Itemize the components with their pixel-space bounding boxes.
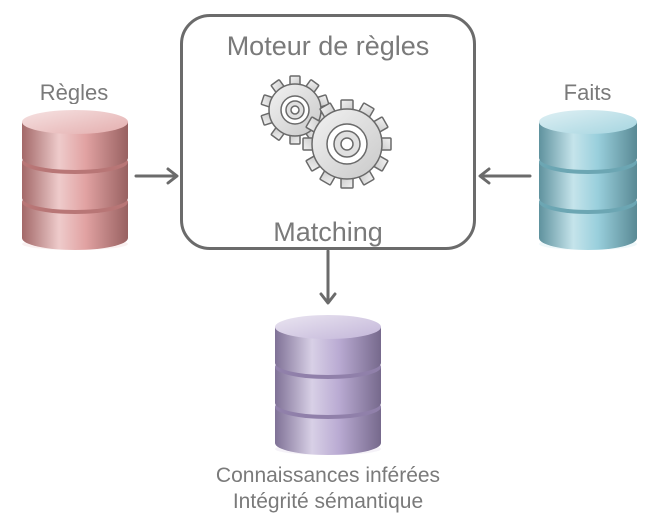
engine-subtitle: Matching bbox=[273, 217, 383, 247]
rules-database-icon bbox=[14, 104, 136, 250]
facts-label: Faits bbox=[563, 80, 612, 105]
facts-database-icon bbox=[531, 104, 645, 250]
rules-label: Règles bbox=[39, 80, 109, 105]
engine-title: Moteur de règles bbox=[226, 31, 430, 61]
database-segment bbox=[275, 367, 381, 415]
database-top bbox=[539, 110, 637, 134]
database-top bbox=[275, 315, 381, 339]
facts-to-engine-arrowhead bbox=[478, 167, 491, 185]
database-segment bbox=[275, 407, 381, 455]
rules-to-engine-arrowhead bbox=[166, 167, 179, 185]
database-segment bbox=[539, 162, 637, 210]
database-top bbox=[22, 110, 128, 134]
output-label-line1: Connaissances inférées bbox=[215, 464, 441, 487]
database-segment bbox=[22, 122, 128, 170]
output-label-line2: Intégrité sémantique bbox=[232, 490, 424, 513]
database-segment bbox=[22, 162, 128, 210]
database-segment bbox=[539, 122, 637, 170]
output-database-icon bbox=[267, 309, 389, 455]
database-segment bbox=[275, 327, 381, 375]
database-segment bbox=[539, 202, 637, 250]
engine-to-output-arrowhead bbox=[319, 292, 337, 305]
gears-icon bbox=[255, 72, 401, 190]
database-segment bbox=[22, 202, 128, 250]
